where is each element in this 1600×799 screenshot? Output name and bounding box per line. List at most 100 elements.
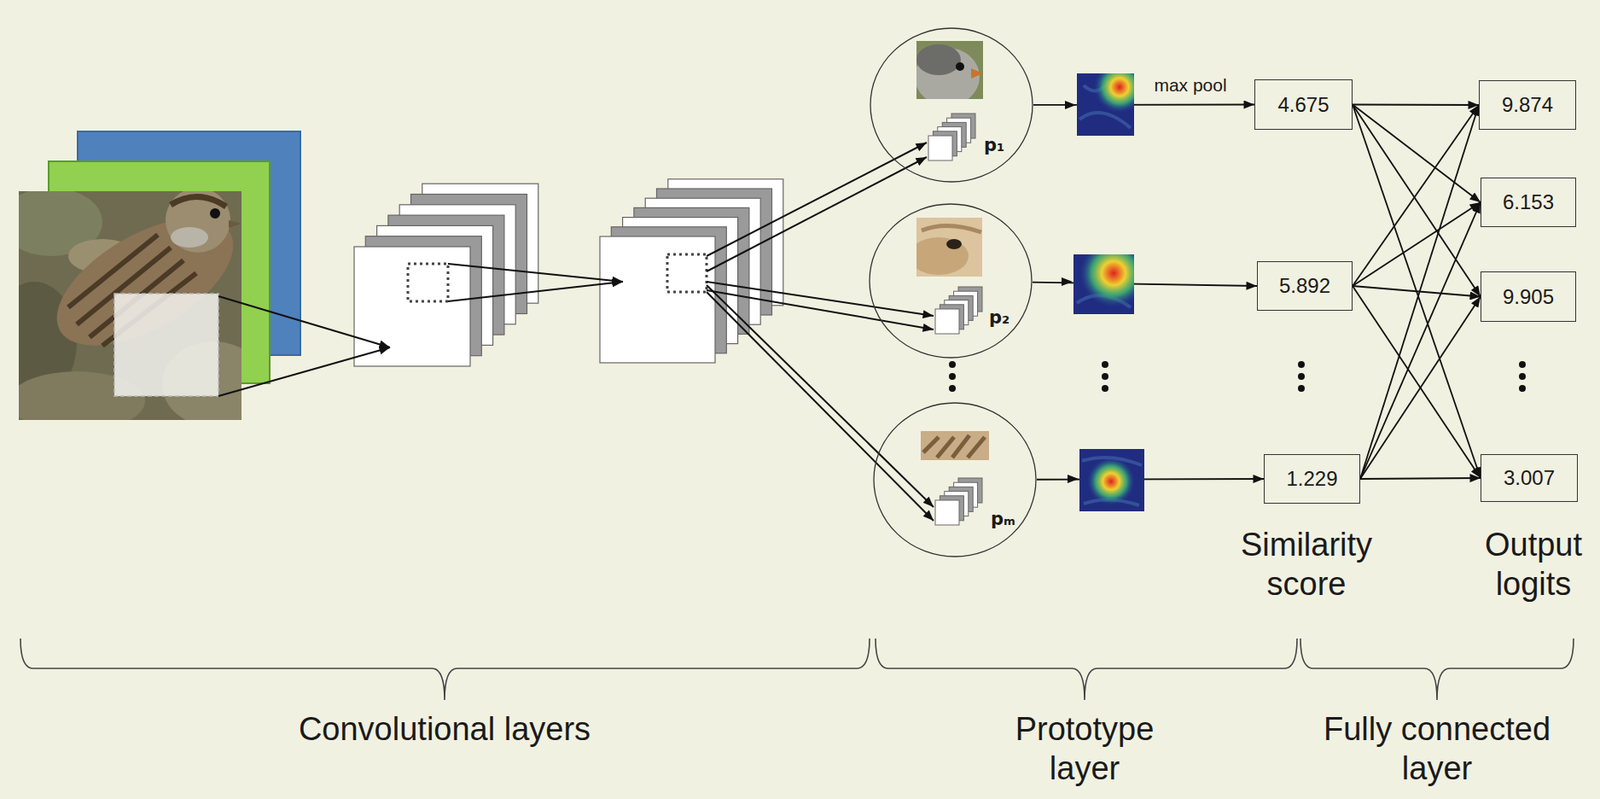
- ellipsis-dots: [948, 360, 1526, 392]
- input-bird-image: [114, 293, 219, 396]
- prototype-patch: [955, 62, 965, 71]
- input-bird-image: [170, 226, 209, 248]
- similarity-score: 5.892: [1279, 273, 1331, 298]
- ellipsis-dots: [1101, 384, 1109, 392]
- connector-arrow: [1360, 296, 1481, 480]
- section-label: Convolutional layers: [222, 709, 667, 750]
- section-bracket: [20, 638, 870, 700]
- logit-box: 9.905: [1480, 271, 1577, 322]
- arrowhead: [1067, 474, 1079, 483]
- section-label: Prototype layer: [986, 709, 1183, 788]
- flow-arrow: [218, 347, 390, 396]
- receptive-field-box: [667, 254, 707, 292]
- prototype-patch: [920, 430, 990, 460]
- connector-arrow: [1360, 477, 1481, 479]
- input-bird-image: [170, 196, 227, 207]
- circle-outline: [869, 27, 1034, 183]
- connector-arrow: [1360, 104, 1479, 479]
- column-heading: Similarity score: [1212, 525, 1401, 604]
- feature-map-stack: [354, 183, 539, 367]
- activation-heatmap: [1079, 448, 1145, 512]
- ellipsis-dots: [1297, 360, 1305, 368]
- flow-arrow: [706, 285, 934, 507]
- feature-map-stack: [599, 179, 784, 363]
- logit-value: 6.153: [1502, 190, 1554, 215]
- arrowhead: [1061, 277, 1073, 286]
- circle-outline: [869, 203, 1032, 358]
- similarity-box: 1.229: [1263, 453, 1361, 504]
- flow-arrow: [448, 263, 623, 282]
- prototype-circle: p₁: [869, 27, 1034, 183]
- flow-arrow: [706, 157, 927, 272]
- ellipsis-dots: [1518, 360, 1526, 368]
- prototype-patch: [920, 430, 990, 460]
- edge-label: max pool: [1151, 75, 1229, 95]
- logit-box: 6.153: [1480, 177, 1577, 227]
- prototype-label: p₂: [989, 308, 1010, 327]
- receptive-field-box: [407, 254, 707, 302]
- section-bracket: [20, 638, 1574, 700]
- activation-heatmap: [1093, 73, 1135, 113]
- prototype-label: p₁: [983, 136, 1005, 155]
- prototype-patch: [971, 68, 984, 79]
- arrowhead: [1061, 100, 1079, 483]
- prototype-patch: [946, 238, 962, 250]
- connector-arrow: [1352, 104, 1481, 204]
- connector-arrow: [1352, 285, 1481, 478]
- connector-arrow: [1352, 285, 1481, 297]
- feature-map-stack: [599, 236, 716, 363]
- ellipsis-dots: [1101, 360, 1109, 368]
- flow-arrow: [218, 142, 934, 521]
- prototype-label: pₘ: [990, 510, 1016, 529]
- prototype-patch: [916, 40, 984, 99]
- logit-value: 3.007: [1503, 465, 1555, 490]
- similarity-score: 4.675: [1277, 93, 1329, 117]
- connector-arrow: [1360, 202, 1481, 479]
- ellipsis-dots: [948, 360, 956, 368]
- ellipsis-dots: [1518, 384, 1526, 392]
- input-bird-image: [165, 191, 231, 253]
- input-bird-image: [228, 220, 242, 228]
- flow-arrow: [218, 296, 390, 348]
- receptive-field-box: [407, 263, 448, 302]
- circle-outline: [873, 402, 1036, 557]
- section-label: Fully connected layer: [1296, 709, 1578, 788]
- ellipsis-dots: [1101, 372, 1109, 380]
- similarity-score: 1.229: [1285, 466, 1338, 491]
- connector-arrow: [1352, 104, 1481, 297]
- logit-box: 3.007: [1480, 453, 1578, 502]
- ellipsis-dots: [1297, 384, 1305, 392]
- activation-heatmap: [1079, 448, 1145, 512]
- activation-heatmap: [1079, 254, 1135, 308]
- section-bracket: [1300, 638, 1574, 700]
- prototype-vector-stack: [935, 308, 960, 334]
- connector-arrow: [1352, 202, 1481, 286]
- activation-heatmap: [1076, 73, 1135, 136]
- prototype-circle: p₂: [868, 203, 1033, 359]
- ellipsis-dots: [948, 384, 956, 392]
- prototype-patch: [916, 44, 961, 76]
- column-heading: Output logits: [1469, 525, 1598, 604]
- prototype-vector-stack: [928, 113, 983, 525]
- ellipsis-dots: [1518, 372, 1526, 380]
- activation-heatmap: [1082, 457, 1142, 506]
- input-bird-image: [18, 191, 242, 420]
- logit-value: 9.905: [1502, 285, 1554, 309]
- logit-box: 9.874: [1478, 80, 1577, 130]
- circle-outline: [870, 28, 1033, 182]
- flow-arrow: [706, 290, 934, 330]
- logit-value: 9.874: [1501, 93, 1554, 117]
- similarity-box: 4.675: [1254, 79, 1353, 130]
- flow-arrow: [706, 291, 934, 521]
- prototype-circle: pₘ: [872, 401, 1037, 558]
- prototype-patch: [923, 435, 985, 458]
- flow-arrow: [448, 281, 623, 302]
- prototype-vector-stack: [928, 135, 953, 161]
- arrowhead: [1064, 100, 1077, 110]
- activation-heatmap: [1073, 254, 1135, 315]
- circle-outline: [868, 203, 1033, 359]
- connector-arrow: [1352, 104, 1479, 106]
- ellipsis-dots: [948, 372, 956, 380]
